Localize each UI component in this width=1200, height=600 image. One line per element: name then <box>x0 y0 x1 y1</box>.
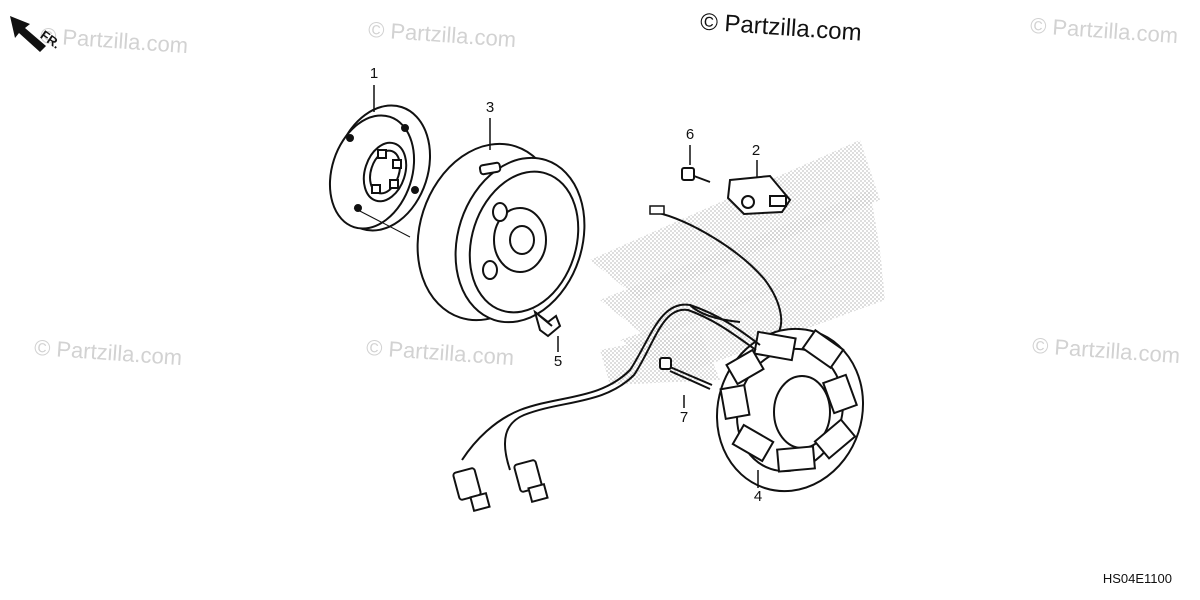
callout-4[interactable]: 4 <box>753 488 763 505</box>
callout-5[interactable]: 5 <box>553 353 563 370</box>
flywheel-bolt-part <box>533 309 562 338</box>
flywheel-plate-part <box>328 104 432 232</box>
front-arrow-icon <box>10 16 46 52</box>
harness-connectors <box>452 459 549 513</box>
callout-6[interactable]: 6 <box>685 126 695 143</box>
background-logo-pattern <box>590 140 885 385</box>
flywheel-part <box>416 142 586 324</box>
callout-1[interactable]: 1 <box>369 65 379 82</box>
pulse-generator-bolt-part <box>681 167 711 183</box>
callout-2[interactable]: 2 <box>751 142 761 159</box>
callout-7[interactable]: 7 <box>679 409 689 426</box>
diagram-code: HS04E1100 <box>1102 571 1172 586</box>
wiring-harness <box>461 303 761 471</box>
stator-part <box>715 327 865 493</box>
callout-3[interactable]: 3 <box>485 99 495 116</box>
pulse-generator-part <box>726 174 792 216</box>
stator-bolt-part <box>659 357 713 390</box>
